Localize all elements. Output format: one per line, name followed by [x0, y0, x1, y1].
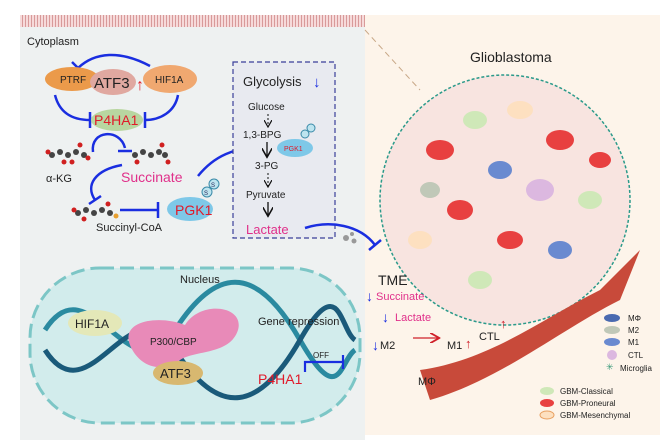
pgk1-protein [167, 197, 213, 221]
succinylation-mark: S [204, 191, 208, 197]
step-13bpg: 1,3-BPG [243, 130, 282, 141]
glycolysis-title: Glycolysis [243, 74, 302, 89]
nucleus-hif1a [68, 310, 122, 336]
pgk1-label: PGK1 [175, 202, 213, 218]
svg-text:GBM-Proneural: GBM-Proneural [560, 399, 616, 408]
nucleus-p4ha1-label: P4HA1 [258, 371, 303, 387]
gene-repression-label: Gene repression [258, 316, 339, 328]
tme-m2-label: M2 [380, 340, 395, 352]
divider-line [364, 29, 421, 91]
svg-text:M1: M1 [628, 338, 640, 347]
atf3-protein [90, 69, 136, 95]
tme-lactate-label: Lactate [395, 312, 431, 324]
down-arrow-icon: ↓ [372, 337, 379, 353]
up-arrow-icon: ↑ [136, 77, 144, 94]
p4ha1-label: P4HA1 [94, 112, 139, 128]
tme-label: TME [378, 272, 408, 288]
succinate-molecule [132, 142, 171, 165]
step-lactate: Lactate [246, 222, 289, 237]
svg-text:CTL: CTL [628, 351, 644, 360]
tme-ctl-label: CTL [479, 331, 500, 343]
p4ha1-converts-arrow [91, 132, 127, 153]
ptrf-label: PTRF [60, 75, 86, 86]
svg-text:Microglia: Microglia [620, 364, 653, 373]
akg-label: α-KG [46, 173, 72, 185]
p300-cbp-protein [128, 308, 239, 368]
step-pyruvate: Pyruvate [246, 190, 286, 201]
dna-strand [42, 304, 357, 401]
glioblastoma-title: Glioblastoma [470, 49, 552, 65]
succinylation-mark: S [211, 183, 215, 189]
glycolysis-pgk1-label: PGK1 [284, 146, 303, 153]
succinyl-coa-label: Succinyl-CoA [96, 222, 163, 234]
nucleus-atf3 [153, 361, 203, 385]
down-arrow-icon: ↓ [313, 74, 321, 91]
p300-cbp-label: P300/CBP [150, 337, 197, 348]
up-arrow-icon: ↑ [465, 336, 472, 351]
svg-text:GBM-Classical: GBM-Classical [560, 387, 613, 396]
cell-membrane [20, 15, 365, 27]
down-arrow-icon: ↓ [382, 309, 389, 325]
atf3-label: ATF3 [94, 75, 130, 92]
legend: MΦ M2 M1 CTL ✳ Microglia GBM-Classical GB… [539, 314, 653, 420]
ptrf-protein [45, 67, 99, 91]
hif1a-label: HIF1A [155, 75, 184, 86]
off-inhibit-arrow [303, 360, 343, 372]
cytoplasm-label: Cytoplasm [27, 36, 79, 48]
hif1a-inhibits-ptrf [77, 53, 151, 69]
blood-vessel [420, 250, 640, 400]
glycolysis-pgk1 [277, 139, 313, 157]
svg-text:M2: M2 [628, 326, 640, 335]
succinate-label: Succinate [121, 169, 183, 185]
nucleus-atf3-label: ATF3 [160, 366, 191, 381]
tme-m1-label: M1 [447, 340, 462, 352]
down-arrow-icon: ↓ [366, 288, 373, 304]
succinyl-coa-molecule [71, 201, 119, 222]
svg-text:MΦ: MΦ [628, 314, 641, 323]
svg-text:✳: ✳ [606, 362, 614, 372]
p4ha1-protein [91, 109, 143, 131]
lactate-to-tme-arrow [304, 223, 376, 246]
tme-macrophage-label: MΦ [418, 376, 436, 388]
nucleus-label: Nucleus [180, 274, 220, 286]
step-3pg: 3-PG [255, 161, 279, 172]
tme-succinate-label: Succinate [376, 291, 424, 303]
up-arrow-icon: ↑ [500, 316, 507, 331]
tumor-cells [408, 101, 611, 289]
nucleus-hif1a-label: HIF1A [75, 317, 109, 331]
lactate-particles [343, 232, 357, 244]
off-label: OFF [313, 351, 329, 360]
step-glucose: Glucose [248, 102, 285, 113]
hif1a-protein [143, 65, 197, 93]
akg-molecule [45, 142, 91, 165]
svg-text:GBM-Mesenchymal: GBM-Mesenchymal [560, 411, 630, 420]
